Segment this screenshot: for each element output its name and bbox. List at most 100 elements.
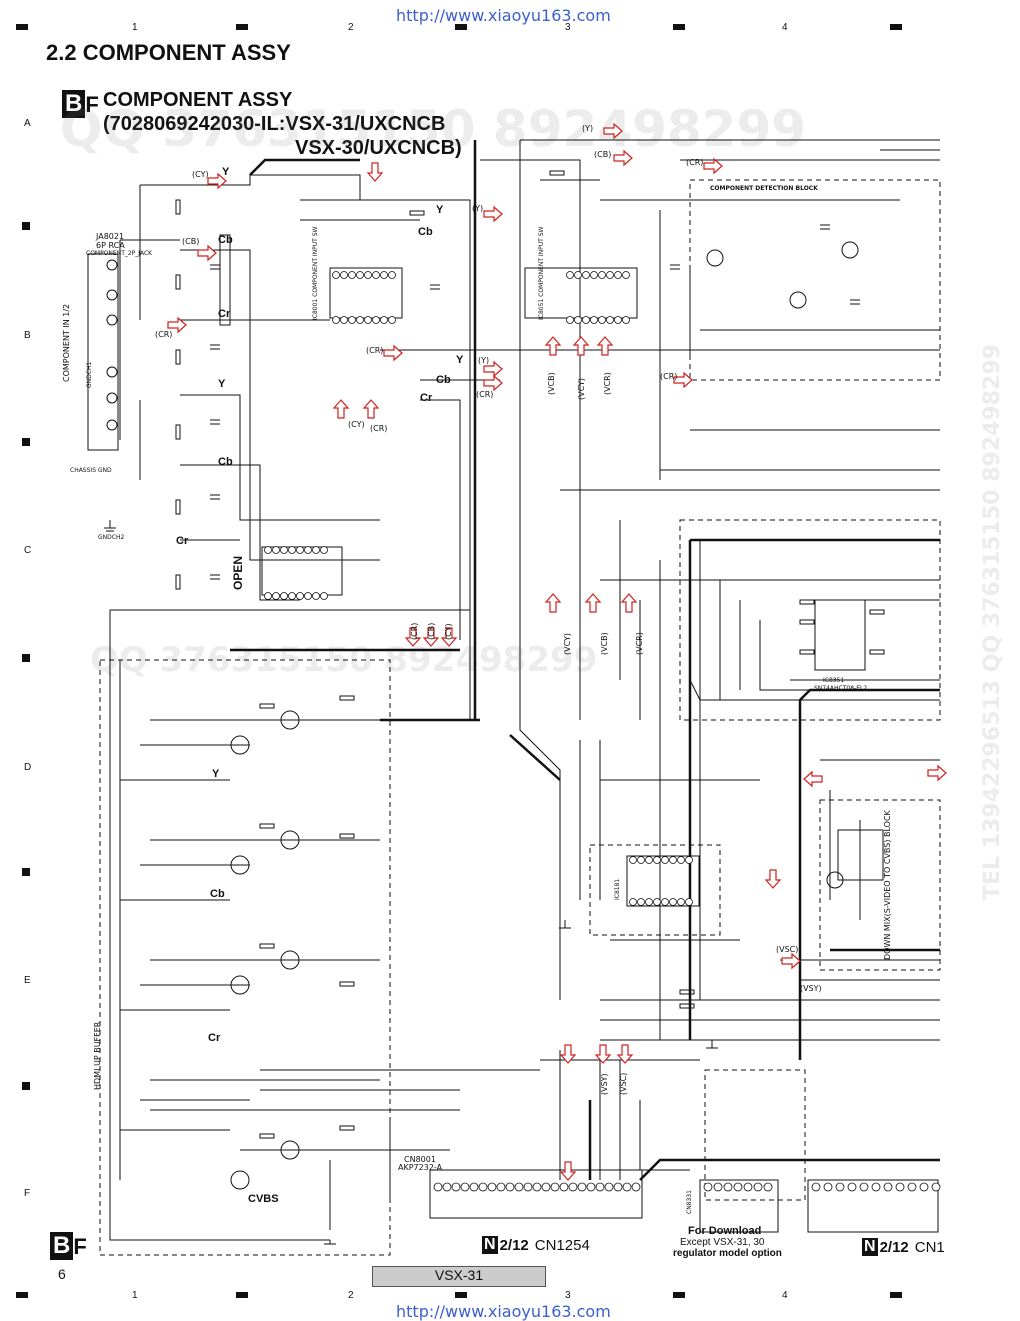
registration-mark — [673, 24, 685, 30]
page-number: 6 — [58, 1266, 66, 1282]
signal-label-cb: Cb — [218, 234, 233, 246]
column-number-3: 3 — [565, 22, 571, 33]
signal-label-y: Y — [218, 378, 226, 390]
signal-tag-vcy: (VCY) — [577, 377, 586, 400]
assy-title-line1: COMPONENT ASSY — [103, 89, 293, 111]
signal-label-cb: Cb — [210, 888, 225, 900]
signal-tag-vcy: (VCY) — [563, 632, 572, 655]
signal-tag-cb: (CB) — [594, 150, 612, 159]
signal-tag-vsc: (VSC) — [619, 1072, 628, 1095]
registration-mark — [890, 1292, 902, 1298]
signal-label-y: Y — [212, 768, 220, 780]
column-number-2: 2 — [348, 1290, 354, 1301]
registration-mark — [673, 1292, 685, 1298]
wire — [140, 174, 361, 200]
model-footer: VSX-31 — [372, 1266, 546, 1287]
board-code-suffix: F — [85, 92, 99, 117]
model-name: VSX-31 — [434, 1267, 484, 1283]
cn8001-part: AKP7232-A — [398, 1163, 443, 1172]
cross-ref-right[interactable]: N 2/12 CN1 — [862, 1238, 945, 1256]
column-number-3: 3 — [565, 1290, 571, 1301]
signal-tag-y: (Y) — [478, 356, 490, 365]
signal-tag-cy: (CY) — [348, 420, 365, 429]
registration-mark — [455, 24, 467, 30]
board-code-suffix: F — [73, 1234, 87, 1259]
detection-block-title: COMPONENT DETECTION BLOCK — [710, 185, 818, 192]
column-number-1: 1 — [132, 22, 138, 33]
source-url-bottom[interactable]: http://www.xiaoyu163.com — [396, 1302, 611, 1321]
jack-side-label: COMPONENT IN 1/2 — [62, 303, 71, 382]
registration-mark — [455, 1292, 467, 1298]
signal-label-cr: Cr — [218, 308, 231, 320]
registration-mark — [236, 24, 248, 30]
board-code-letter: B — [50, 1232, 74, 1260]
signal-tag-cy: (CY) — [444, 623, 453, 640]
cross-ref-sheet-letter: N — [482, 1236, 498, 1254]
cross-ref-left[interactable]: N 2/12 CN1254 — [482, 1236, 590, 1254]
watermark-text: QQ 376315150 892498299 — [60, 100, 807, 158]
signal-label-y: Y — [222, 166, 230, 178]
ic8181-label: IC8181 — [614, 878, 621, 900]
open-label: OPEN — [231, 555, 245, 590]
registration-mark — [22, 868, 30, 876]
signal-tag-cb: (CB) — [427, 622, 436, 640]
board-code-letter: B — [62, 90, 86, 118]
signal-tag-cr: (CR) — [366, 346, 384, 355]
signal-tag-y: (Y) — [582, 124, 594, 133]
signal-tag-cr: (CR) — [410, 622, 419, 640]
registration-mark — [22, 1082, 30, 1090]
source-url-top[interactable]: http://www.xiaoyu163.com — [396, 6, 611, 25]
cross-ref-connector: CN1254 — [534, 1236, 590, 1254]
registration-mark — [236, 1292, 248, 1298]
row-letter-d: D — [24, 762, 32, 773]
row-letter-c: C — [24, 545, 32, 556]
signal-tag-cr: (CR) — [155, 330, 173, 339]
signal-label-cb: Cb — [418, 226, 433, 238]
row-letter-f: F — [24, 1188, 31, 1199]
ground-label: CHASSIS GND — [70, 467, 112, 474]
registration-mark — [22, 438, 30, 446]
signal-tag-vsc: (VSC) — [776, 945, 799, 954]
board-code-header: B F — [62, 90, 99, 118]
signal-tag-cy: (CY) — [192, 170, 209, 179]
jack-ref: JA8021 — [96, 232, 125, 241]
row-letter-a: A — [24, 118, 31, 129]
ground-label: GNDCH1 — [86, 361, 93, 388]
cross-ref-sheet-num: 2/12 — [499, 1236, 529, 1254]
down-mix-block-title: DOWN MIX(S-VIDEO TO CVBS) BLOCK — [883, 810, 892, 960]
signal-label-cr: Cr — [208, 1032, 221, 1044]
column-number-4: 4 — [782, 22, 788, 33]
assy-title-line2: (7028069242030-IL:VSX-31/UXCNCB — [103, 113, 446, 135]
ground-label: GNDCH2 — [98, 534, 125, 541]
signal-label-cr: Cr — [420, 392, 433, 404]
signal-tag-vsy: (VSY) — [800, 984, 822, 993]
cn8331-label: CN8331 — [686, 1190, 693, 1214]
registration-mark — [16, 24, 28, 30]
section-title: 2.2 COMPONENT ASSY — [46, 40, 291, 65]
signal-tag-y: (Y) — [472, 204, 484, 213]
column-number-1: 1 — [132, 1290, 138, 1301]
row-letter-b: B — [24, 330, 31, 341]
signal-tag-cr: (CR) — [370, 424, 388, 433]
signal-label-y: Y — [436, 204, 444, 216]
assy-title-line3: VSX-30/UXCNCB) — [295, 137, 462, 159]
signal-label-cr: Cr — [176, 535, 189, 547]
ic8351-label: IC8351 — [823, 677, 845, 684]
registration-mark — [22, 222, 30, 230]
signal-label-y: Y — [456, 354, 464, 366]
cn8001-label: CN8001 — [404, 1155, 436, 1164]
jack-name: COMPONENT_2P_JACK — [86, 250, 153, 257]
signal-tag-cr: (CR) — [476, 390, 494, 399]
hdmi-buffer-title: HDMI UP BUFFER — [93, 1021, 102, 1090]
ic8351-part: SN74AHCT08-EL2 — [814, 685, 868, 692]
download-note-line2: Except VSX-31, 30 — [680, 1237, 765, 1248]
signal-tag-cr: (CR) — [660, 372, 678, 381]
signal-label-cb: Cb — [436, 374, 451, 386]
signal-tag-vcb: (VCB) — [600, 632, 609, 655]
signal-tag-vsy: (VSY) — [600, 1073, 609, 1095]
board-code-footer: B F — [50, 1232, 87, 1260]
ic8001-label: IC8001 COMPONENT INPUT SW — [312, 226, 319, 321]
column-number-4: 4 — [782, 1290, 788, 1301]
registration-mark — [22, 654, 30, 662]
